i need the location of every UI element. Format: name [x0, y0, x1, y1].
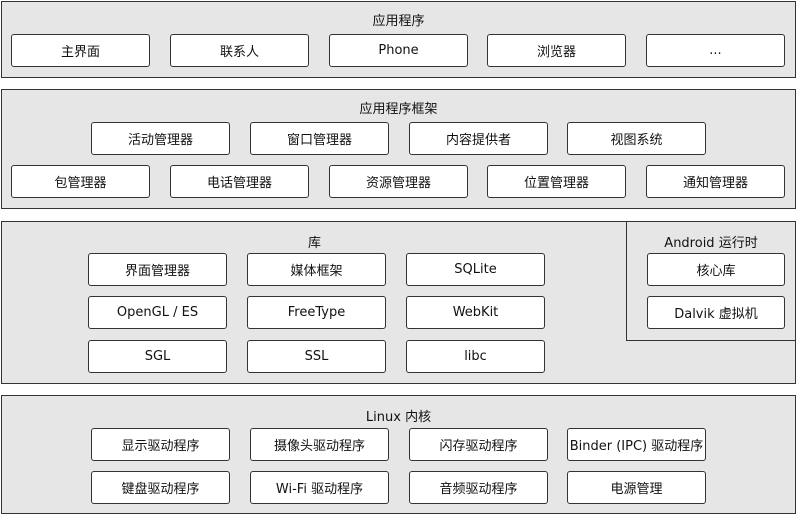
location-manager: 位置管理器	[487, 165, 626, 198]
dalvik-vm: Dalvik 虚拟机	[647, 296, 785, 329]
kernel-layer-title: Linux 内核	[365, 410, 432, 425]
camera-driver: 摄像头驱动程序	[250, 428, 389, 461]
package-manager: 包管理器	[11, 165, 150, 198]
binder-ipc-driver: Binder (IPC) 驱动程序	[567, 428, 706, 461]
power-management: 电源管理	[567, 471, 706, 504]
ssl: SSL	[247, 340, 386, 373]
wifi-driver: Wi-Fi 驱动程序	[250, 471, 389, 504]
app-phone: Phone	[329, 34, 468, 67]
flash-driver: 闪存驱动程序	[409, 428, 548, 461]
activity-manager: 活动管理器	[91, 122, 230, 155]
framework-layer-title: 应用程序框架	[359, 102, 438, 117]
display-driver: 显示驱动程序	[91, 428, 230, 461]
app-home: 主界面	[11, 34, 150, 67]
webkit: WebKit	[406, 296, 545, 329]
libraries-layer-title: 库	[307, 236, 321, 251]
media-framework: 媒体框架	[247, 253, 386, 286]
notification-manager: 通知管理器	[646, 165, 785, 198]
keypad-driver: 键盘驱动程序	[91, 471, 230, 504]
applications-layer-title: 应用程序	[372, 14, 425, 29]
app-more: ...	[646, 34, 785, 67]
surface-manager: 界面管理器	[88, 253, 227, 286]
sqlite: SQLite	[406, 253, 545, 286]
view-system: 视图系统	[567, 122, 706, 155]
telephony-manager: 电话管理器	[170, 165, 309, 198]
opengl-es: OpenGL / ES	[88, 296, 227, 329]
app-contacts: 联系人	[170, 34, 309, 67]
core-libraries: 核心库	[647, 253, 785, 286]
libc: libc	[406, 340, 545, 373]
window-manager: 窗口管理器	[250, 122, 389, 155]
resource-manager: 资源管理器	[329, 165, 468, 198]
sgl: SGL	[88, 340, 227, 373]
audio-driver: 音频驱动程序	[409, 471, 548, 504]
content-providers: 内容提供者	[409, 122, 548, 155]
runtime-panel-title: Android 运行时	[664, 236, 758, 251]
freetype: FreeType	[247, 296, 386, 329]
app-browser: 浏览器	[487, 34, 626, 67]
